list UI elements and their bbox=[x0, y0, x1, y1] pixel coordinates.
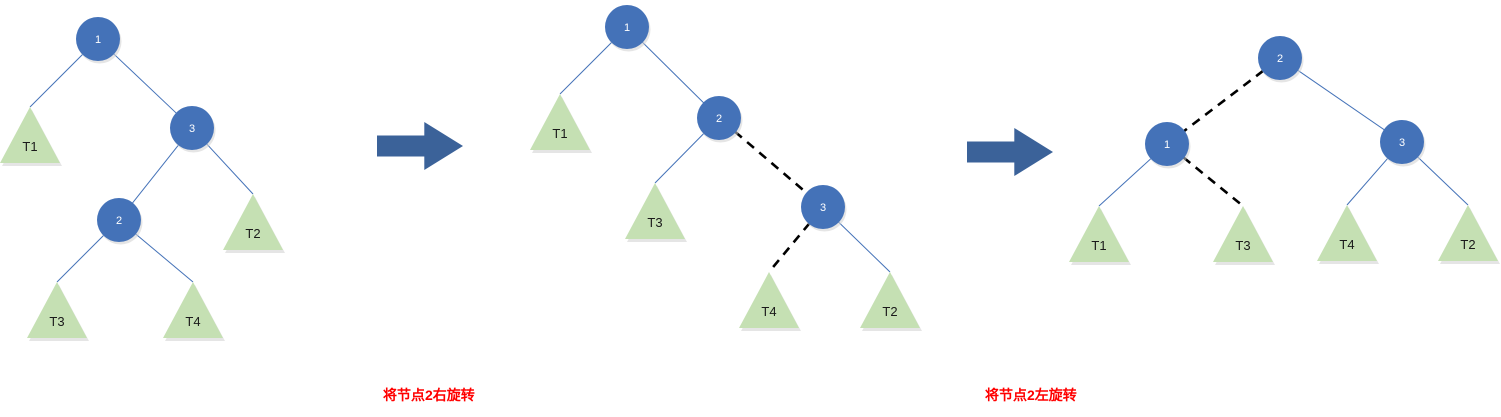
step-2-arrow-icon bbox=[967, 128, 1053, 176]
subtree-triangle: T4 bbox=[1317, 205, 1379, 264]
node-label-1: 1 bbox=[1164, 139, 1170, 151]
node-label-1: 1 bbox=[95, 34, 101, 46]
subtree-triangle: T3 bbox=[625, 183, 687, 242]
subtree-shape-t4 bbox=[1317, 205, 1377, 261]
subtree-triangle: T4 bbox=[739, 272, 801, 331]
subtree-triangle: T1 bbox=[1069, 206, 1131, 265]
subtree-shape-t3 bbox=[27, 282, 87, 338]
tree-edge-solid bbox=[1416, 156, 1469, 206]
nodes-layer: 1 3 2 1 2 3 2 1 3 bbox=[76, 5, 1426, 245]
subtree-shape-t4 bbox=[739, 272, 799, 328]
node-circle-3 bbox=[170, 106, 214, 150]
node-circle-2 bbox=[697, 96, 741, 140]
tree-edge-solid bbox=[654, 132, 705, 184]
node-circle-1 bbox=[76, 17, 120, 61]
tree-edge-solid bbox=[131, 144, 180, 204]
subtree-triangle: T2 bbox=[860, 272, 922, 331]
node-label-3: 3 bbox=[189, 123, 195, 135]
tree-edge-dashed bbox=[734, 130, 808, 195]
subtree-triangle: T3 bbox=[1213, 206, 1275, 265]
tree-edge-solid bbox=[112, 53, 178, 114]
subtree-shape-t3 bbox=[1213, 206, 1273, 262]
subtree-label-t4: T4 bbox=[761, 304, 776, 319]
subtree-shape-t2 bbox=[860, 272, 920, 328]
subtree-label-t2: T2 bbox=[245, 226, 260, 241]
edges-layer bbox=[29, 41, 1469, 283]
subtree-triangle: T3 bbox=[27, 282, 89, 341]
tree-edge-solid bbox=[1297, 69, 1385, 131]
subtree-shape-t1 bbox=[0, 107, 60, 163]
tree-node: 1 bbox=[1145, 122, 1191, 169]
step-1-arrow-icon bbox=[377, 122, 463, 170]
subtree-shape-t2 bbox=[223, 194, 283, 250]
subtree-label-t1: T1 bbox=[22, 139, 37, 154]
node-circle-3 bbox=[801, 185, 845, 229]
tree-edge-solid bbox=[29, 53, 84, 108]
node-circle-1 bbox=[1145, 122, 1189, 166]
tree-node: 1 bbox=[76, 17, 122, 64]
subtree-shape-t1 bbox=[1069, 206, 1129, 262]
tree-edge-solid bbox=[559, 41, 613, 95]
tree-edge-solid bbox=[1346, 157, 1389, 206]
node-label-2: 2 bbox=[716, 113, 722, 125]
node-circle-2 bbox=[1258, 36, 1302, 80]
subtree-triangle: T1 bbox=[530, 94, 592, 153]
subtree-label-t3: T3 bbox=[647, 215, 662, 230]
node-circle-1 bbox=[605, 5, 649, 49]
rotation-caption: 将节点2左旋转 bbox=[985, 387, 1077, 403]
tree-node: 2 bbox=[1258, 36, 1304, 83]
tree-edge-solid bbox=[641, 41, 705, 104]
tree-node: 3 bbox=[801, 185, 847, 232]
node-label-3: 3 bbox=[820, 202, 826, 214]
subtree-shape-t1 bbox=[530, 94, 590, 150]
subtree-label-t4: T4 bbox=[1339, 237, 1354, 252]
subtree-shape-t2 bbox=[1438, 205, 1498, 261]
node-label-2: 2 bbox=[1277, 53, 1283, 65]
subtree-label-t3: T3 bbox=[49, 314, 64, 329]
tree-edge-solid bbox=[56, 234, 105, 283]
subtree-label-t1: T1 bbox=[552, 126, 567, 141]
subtree-label-t1: T1 bbox=[1091, 238, 1106, 253]
tree-edge-dashed bbox=[1182, 156, 1244, 208]
subtree-triangle: T2 bbox=[223, 194, 285, 253]
tree-edge-solid bbox=[1098, 157, 1152, 207]
tree-node: 3 bbox=[170, 106, 216, 153]
tree-node: 1 bbox=[605, 5, 651, 52]
arrows-layer bbox=[377, 122, 1053, 176]
subtree-triangle: T2 bbox=[1438, 205, 1500, 264]
subtree-shape-t4 bbox=[163, 282, 223, 338]
tree-node: 2 bbox=[97, 198, 143, 245]
subtree-triangle: T4 bbox=[163, 282, 225, 341]
tree-node: 3 bbox=[1380, 120, 1426, 167]
tree-node: 2 bbox=[697, 96, 743, 143]
node-label-2: 2 bbox=[116, 215, 122, 227]
tree-edge-solid bbox=[134, 233, 194, 283]
tree-edge-solid bbox=[205, 143, 254, 195]
subtree-shape-t3 bbox=[625, 183, 685, 239]
node-circle-2 bbox=[97, 198, 141, 242]
tree-edge-dashed bbox=[1182, 69, 1265, 133]
subtree-triangle: T1 bbox=[0, 107, 62, 166]
tree-edge-solid bbox=[837, 221, 891, 273]
rotation-caption: 将节点2右旋转 bbox=[383, 387, 475, 403]
subtree-label-t4: T4 bbox=[185, 314, 200, 329]
tree-edge-dashed bbox=[768, 222, 811, 273]
subtree-label-t2: T2 bbox=[882, 304, 897, 319]
node-label-1: 1 bbox=[624, 22, 630, 34]
node-circle-3 bbox=[1380, 120, 1424, 164]
subtree-label-t2: T2 bbox=[1460, 237, 1475, 252]
subtree-label-t3: T3 bbox=[1235, 238, 1250, 253]
node-label-3: 3 bbox=[1399, 137, 1405, 149]
